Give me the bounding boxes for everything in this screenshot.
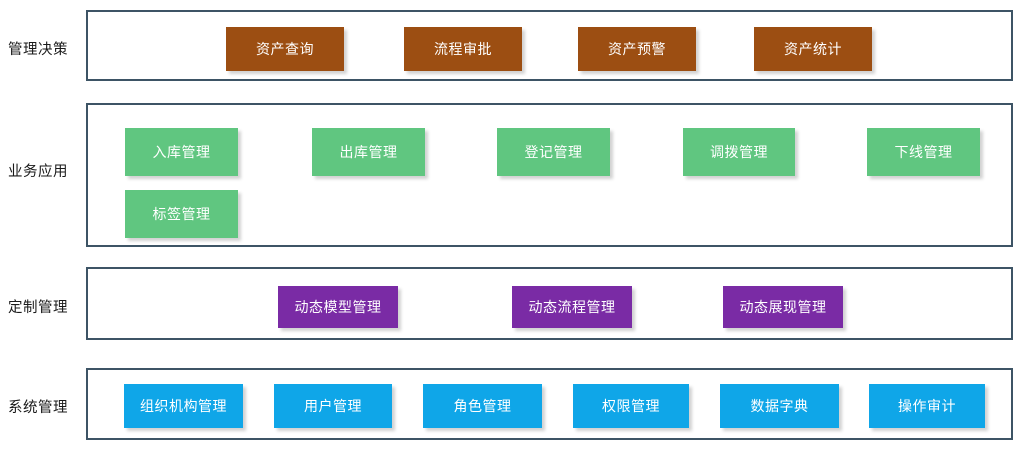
node-dynamic-presentation-management[interactable]: 动态展现管理 <box>723 286 843 328</box>
node-permission-management[interactable]: 权限管理 <box>573 384 689 428</box>
node-registration-management[interactable]: 登记管理 <box>497 128 610 176</box>
node-asset-alert[interactable]: 资产预警 <box>578 27 696 71</box>
node-organization-management[interactable]: 组织机构管理 <box>124 384 243 428</box>
node-dynamic-model-management[interactable]: 动态模型管理 <box>278 286 398 328</box>
node-inbound-management[interactable]: 入库管理 <box>125 128 238 176</box>
node-user-management[interactable]: 用户管理 <box>274 384 392 428</box>
node-outbound-management[interactable]: 出库管理 <box>312 128 425 176</box>
node-asset-query[interactable]: 资产查询 <box>226 27 344 71</box>
tier-label-management-decision: 管理决策 <box>8 42 68 58</box>
node-transfer-management[interactable]: 调拨管理 <box>683 128 795 176</box>
tier-container-custom-management: 动态模型管理 动态流程管理 动态展现管理 <box>86 267 1013 340</box>
node-process-approval[interactable]: 流程审批 <box>404 27 522 71</box>
node-role-management[interactable]: 角色管理 <box>423 384 542 428</box>
tier-container-business-application: 入库管理 出库管理 登记管理 调拨管理 下线管理 标签管理 <box>86 103 1013 247</box>
tier-container-system-management: 组织机构管理 用户管理 角色管理 权限管理 数据字典 操作审计 <box>86 368 1013 440</box>
node-data-dictionary[interactable]: 数据字典 <box>720 384 839 428</box>
node-operation-audit[interactable]: 操作审计 <box>869 384 985 428</box>
tier-label-business-application: 业务应用 <box>8 164 68 180</box>
tier-container-management-decision: 资产查询 流程审批 资产预警 资产统计 <box>86 10 1013 81</box>
node-dynamic-process-management[interactable]: 动态流程管理 <box>512 286 632 328</box>
node-asset-statistics[interactable]: 资产统计 <box>754 27 872 71</box>
node-offline-management[interactable]: 下线管理 <box>867 128 980 176</box>
tier-label-custom-management: 定制管理 <box>8 300 68 316</box>
tier-label-system-management: 系统管理 <box>8 400 68 416</box>
node-label-management[interactable]: 标签管理 <box>125 190 238 238</box>
